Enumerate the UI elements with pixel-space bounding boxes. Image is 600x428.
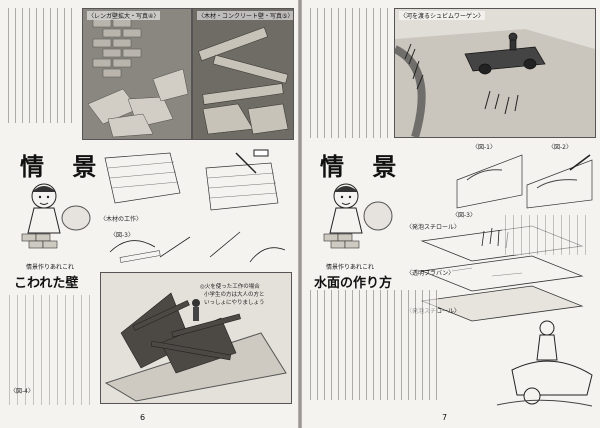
brick-wall-drawing (104, 152, 181, 204)
page-number-left: 6 (140, 413, 146, 422)
brick-wall-photo: 〈レンガ壁拡大・写真④〉 (82, 8, 192, 140)
heading-subtitle: 情景作りあれこれ (326, 264, 375, 271)
fig3-label-right: 〈図-3〉 (452, 212, 476, 219)
schwimmwagen-river-photo: 〈河を渡るシュビムワーゲン〉 (394, 8, 596, 138)
clear-plate-label: 〈透明プラバン〉 (406, 270, 455, 277)
schwimmwagen-caption: 〈河を渡るシュビムワーゲン〉 (399, 11, 486, 20)
fire-note-1: ◎火を使った工作の場合 (200, 284, 260, 290)
fig1-label: 〈図-1〉 (472, 144, 496, 151)
brick-photo-caption: 〈レンガ壁拡大・写真④〉 (87, 11, 161, 20)
boy-with-tree-illustration (323, 183, 393, 249)
fire-note-3: いっしょにやりましょう (204, 300, 265, 306)
soldier-vehicle-illustration (496, 320, 593, 407)
left-page: 〈レンガ壁拡大・写真④〉 〈木材・コンクリート壁・写真⑤〉 情 景 (0, 0, 298, 428)
water-surface-fig1-fig2 (456, 154, 593, 209)
wood-tools-illustration (109, 231, 286, 263)
wood-work-label: 〈木材の工作〉 (100, 216, 143, 223)
saw-wall-drawing (205, 149, 279, 211)
side-note-text (502, 215, 592, 255)
boy-with-wall-illustration (21, 183, 91, 249)
book-gutter (298, 0, 302, 428)
right-page: 〈河を渡るシュビムワーゲン〉 情 景 情景作りあれこれ 水面の作り方 〈図-1〉… (302, 0, 600, 428)
fig2-label: 〈図-2〉 (548, 144, 572, 151)
section-title: こわれた壁 (14, 276, 79, 291)
page-number-right: 7 (442, 413, 448, 422)
broken-wall-diorama-photo (100, 272, 292, 404)
wood-photo-caption: 〈木材・コンクリート壁・写真⑤〉 (197, 11, 294, 20)
styrene-sheet-label: 〈発泡スチロール〉 (406, 224, 461, 231)
fig3-label-left: 〈図-3〉 (110, 232, 134, 239)
body-text-column (308, 8, 388, 138)
section-heading: 情 景 (320, 152, 407, 181)
body-text-lower (308, 290, 438, 400)
body-text-column (6, 8, 76, 123)
wood-concrete-photo: 〈木材・コンクリート壁・写真⑤〉 (192, 8, 294, 140)
heading-subtitle: 情景作りあれこれ (26, 264, 75, 271)
section-title: 水面の作り方 (314, 276, 393, 291)
body-text-lower (6, 295, 96, 405)
fig4-label: 〈図-4〉 (10, 388, 34, 395)
fire-note-2: 小学生の方は大人の方と (204, 292, 265, 298)
section-heading: 情 景 (20, 152, 107, 181)
